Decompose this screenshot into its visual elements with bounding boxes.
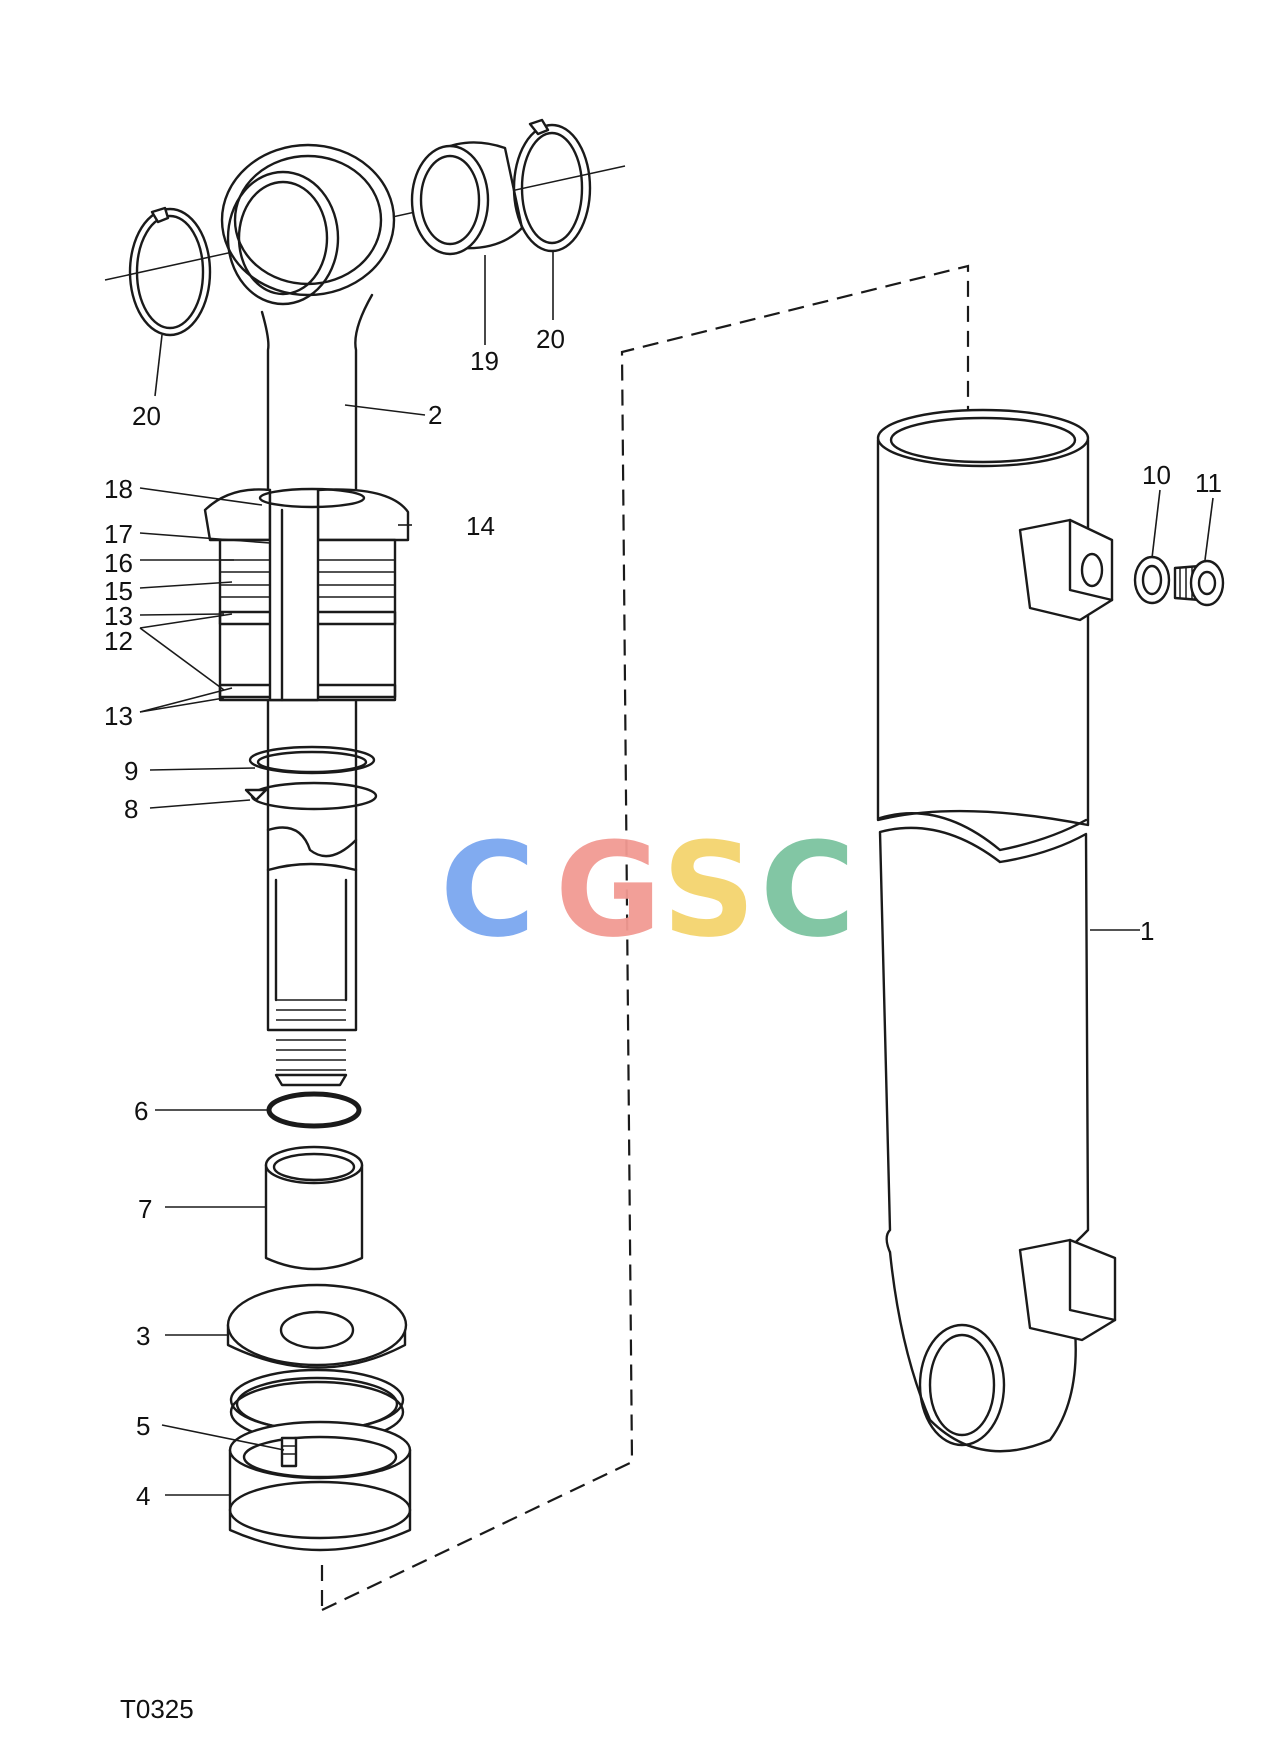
leader-lines [139,252,1214,1496]
o-ring-6 [266,1091,362,1129]
watermark-letter-1: C [440,814,535,966]
callout-18: 18 [104,474,133,504]
bushing-19 [410,141,524,256]
piston-3 [226,1283,408,1444]
callout-2: 2 [428,400,442,430]
callout-15: 15 [104,576,133,606]
callout-10: 10 [1142,460,1171,490]
nut-4 [228,1420,412,1552]
callout-7: 7 [138,1194,152,1224]
callout-14: 14 [466,511,495,541]
retaining-ring-8 [244,781,378,811]
callout-20-right: 20 [536,324,565,354]
callout-3: 3 [136,1321,150,1351]
set-screw-5 [280,1436,298,1468]
snap-ring-right [512,118,592,253]
callout-8: 8 [124,794,138,824]
watermark-letter-2: G [555,814,662,966]
callout-5: 5 [136,1411,150,1441]
callout-6: 6 [134,1096,148,1126]
drawing-code: T0325 [120,1694,194,1724]
assembly-dashed-line [321,264,970,1611]
callout-16: 16 [104,548,133,578]
spacer-7 [264,1145,364,1271]
callout-20-left: 20 [132,401,161,431]
cylinder-tube-1 [876,408,1117,1453]
callout-19: 19 [470,346,499,376]
callout-1: 1 [1140,916,1154,946]
callout-9: 9 [124,756,138,786]
watermark-letter-4: C [760,814,855,966]
callout-4: 4 [136,1481,150,1511]
watermark-letter-3: S [662,814,756,966]
snap-ring-left [128,206,212,337]
callout-12: 12 [104,626,133,656]
cgsc-watermark-logo: C G S C [440,814,855,966]
washer-10 [1133,555,1171,605]
callout-13-lower: 13 [104,701,133,731]
callout-17: 17 [104,519,133,549]
callout-11: 11 [1195,468,1222,498]
cylinder-head-14 [203,487,410,702]
plug-11 [1173,559,1225,607]
callout-13-upper: 13 [104,601,133,631]
wear-ring-9 [248,745,376,775]
